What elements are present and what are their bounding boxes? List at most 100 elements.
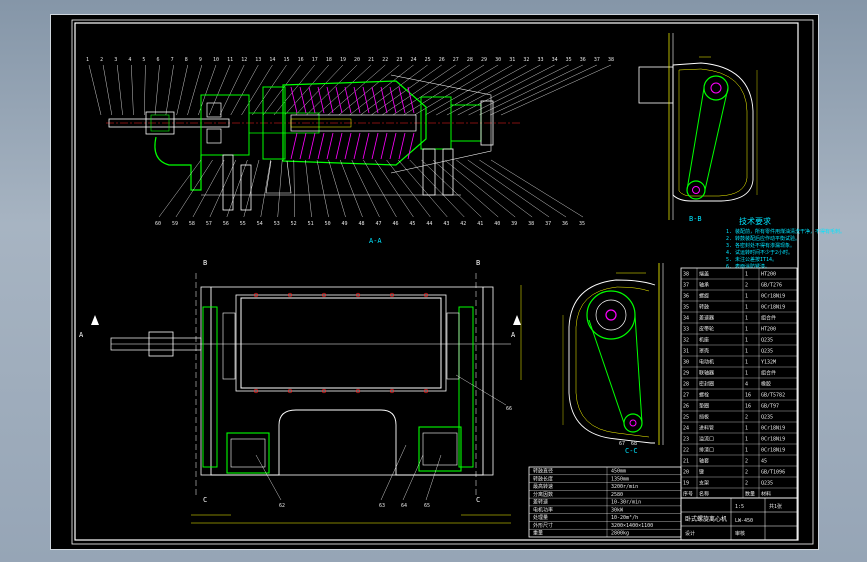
- plan-leader-5: [455, 374, 507, 406]
- param-value: 3200r/min: [611, 484, 638, 490]
- bom-cell: 1: [745, 338, 748, 344]
- bottom-balloon: 55: [240, 221, 246, 227]
- support-leg-right: [422, 148, 436, 196]
- bom-cell: 1: [745, 371, 748, 377]
- bom-header-cell: 序号: [683, 491, 693, 498]
- bom-cell: 橡胶: [761, 381, 771, 388]
- title-block-outline: [680, 497, 798, 541]
- bottom-leader: [293, 159, 295, 218]
- tb-checker: 审核: [735, 530, 745, 537]
- top-leader: [317, 64, 372, 116]
- tech-req-items: 1. 装配前，所有零件用煤油清洗干净，不得有毛刺。2. 转鼓装配后应作动平衡试验…: [726, 228, 845, 270]
- screw-flight-upper: [290, 86, 298, 114]
- marker-b-bottom: B: [476, 259, 480, 267]
- top-balloon: 13: [255, 57, 261, 63]
- top-leader: [252, 64, 287, 116]
- bom-cell: 35: [683, 305, 689, 311]
- bottom-balloon: 43: [443, 221, 449, 227]
- bottom-leader: [192, 159, 225, 218]
- bom-cell: 密封圈: [699, 381, 714, 388]
- top-balloon: 14: [269, 57, 275, 63]
- bottom-balloon: 46: [392, 221, 398, 227]
- bottom-leader: [340, 159, 363, 218]
- bottom-leader: [432, 159, 499, 218]
- bom-cell: 21: [683, 459, 689, 465]
- screw-flight-lower: [317, 132, 325, 160]
- bom-cell: 罩壳: [699, 348, 709, 355]
- support-leg-1: [222, 154, 234, 211]
- plan-bearing-left: [202, 306, 218, 468]
- top-leader: [284, 64, 329, 116]
- inner-frame: [74, 22, 799, 541]
- bearing-left: [206, 102, 222, 118]
- bom-cell: 端盖: [699, 271, 709, 278]
- param-name: 外形尺寸: [533, 522, 553, 529]
- bom-cell: 垫圈: [699, 403, 709, 410]
- top-balloon: 1: [86, 57, 89, 63]
- bom-cell: 0Cr18Ni9: [761, 437, 785, 443]
- plan-drum-outer: [235, 294, 447, 392]
- bottom-leader: [260, 159, 271, 218]
- tech-req-item: 6. 表面涂防锈漆。: [726, 263, 770, 270]
- top-balloon: 10: [213, 57, 219, 63]
- screw-flight-lower: [389, 132, 397, 160]
- bom-header-cell: 数量: [745, 491, 755, 498]
- motor-right: [418, 426, 462, 472]
- param-value: 2800kg: [611, 531, 629, 537]
- feed-tube: [290, 118, 352, 128]
- plan-base-outline: [210, 287, 484, 476]
- bom-cell: 22: [683, 448, 689, 454]
- tech-req-item: 3. 各密封处不得有渗漏现象。: [726, 242, 795, 249]
- bom-cell: 1: [745, 437, 748, 443]
- pulley-c-large-hub: [605, 309, 617, 321]
- bom-cell: 溢流口: [699, 436, 714, 443]
- screw-flight-lower: [335, 132, 343, 160]
- bom-cell: 1: [745, 349, 748, 355]
- screw-flight-upper: [362, 86, 370, 114]
- bottom-balloon: 44: [426, 221, 432, 227]
- bolt-marker: [253, 292, 259, 298]
- bom-cell: 23: [683, 437, 689, 443]
- bottom-leader: [226, 159, 248, 218]
- top-balloon: 4: [128, 57, 131, 63]
- top-balloon: 2: [100, 57, 103, 63]
- bom-cell: 1: [745, 327, 748, 333]
- top-leader: [88, 64, 102, 116]
- top-leader: [102, 64, 113, 116]
- top-balloon: 15: [284, 57, 290, 63]
- outer-frame: [71, 19, 814, 545]
- bom-cell: 差速器: [699, 315, 714, 322]
- bottom-balloon: 37: [545, 221, 551, 227]
- bottom-leader: [374, 159, 414, 218]
- bolt-marker: [321, 388, 327, 394]
- top-leader: [176, 64, 188, 116]
- bottom-balloon: 49: [342, 221, 348, 227]
- bom-header-cell: 名称: [699, 491, 709, 498]
- bolt-marker: [355, 388, 361, 394]
- top-balloon: 30: [495, 57, 501, 63]
- param-name: 处理量: [533, 514, 548, 521]
- bottom-leader: [398, 159, 448, 218]
- title-block[interactable]: 卧式螺旋离心机 1:5 共1张 LW-450 设计 审核: [680, 497, 798, 541]
- bom-cell: 2: [745, 415, 748, 421]
- screw-flight-lower: [371, 132, 379, 160]
- bottom-leader: [363, 159, 397, 218]
- plan-end-cap-right: [446, 312, 460, 380]
- bottom-balloon: 56: [223, 221, 229, 227]
- bom-cell: 16: [745, 404, 751, 410]
- marker-b-top: B: [203, 259, 207, 267]
- bom-cell: 25: [683, 415, 689, 421]
- bom-cell: 1: [745, 294, 748, 300]
- side-view-top[interactable]: B-B: [638, 33, 758, 223]
- bottom-balloon: 50: [325, 221, 331, 227]
- top-leader: [446, 64, 541, 116]
- support-leg-2: [240, 164, 252, 211]
- drive-pulley-top: [703, 75, 729, 101]
